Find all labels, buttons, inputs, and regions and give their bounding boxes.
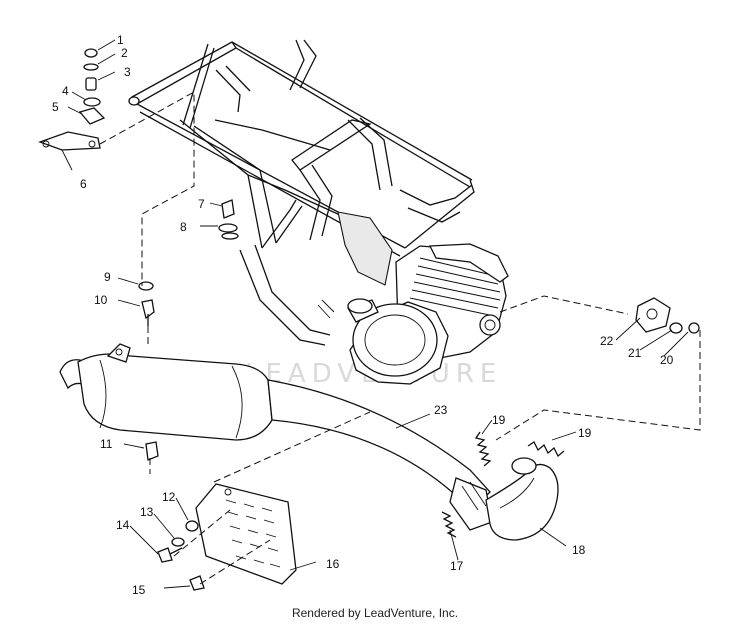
hardware [38, 48, 700, 591]
callout-19-left: 19 [492, 413, 506, 427]
callout-3: 3 [124, 65, 131, 79]
engine [347, 243, 509, 385]
callout-18: 18 [572, 543, 586, 557]
assembly-lines [99, 91, 701, 585]
frame-assembly [128, 39, 475, 346]
heat-shield [195, 483, 297, 585]
callout-11: 11 [100, 437, 113, 451]
callout-14: 14 [116, 518, 130, 532]
callout-8: 8 [180, 220, 187, 234]
callout-2: 2 [121, 46, 128, 60]
callout-6: 6 [80, 177, 87, 191]
callout-21: 21 [628, 346, 642, 360]
callout-labels: 1 2 3 4 5 6 7 8 9 10 11 12 13 14 15 16 1… [52, 33, 674, 597]
callout-12: 12 [162, 490, 176, 504]
callout-16: 16 [326, 557, 340, 571]
callout-13: 13 [140, 505, 154, 519]
callout-17: 17 [450, 559, 464, 573]
callout-23: 23 [434, 403, 448, 417]
footer-credit: Rendered by LeadVenture, Inc. [291, 606, 459, 620]
callout-20: 20 [660, 353, 674, 367]
callout-7: 7 [198, 197, 205, 211]
callout-4: 4 [62, 84, 69, 98]
callout-15: 15 [132, 583, 146, 597]
callout-9: 9 [104, 270, 111, 284]
callout-19-right: 19 [578, 426, 592, 440]
callout-10: 10 [94, 293, 108, 307]
leader-lines [61, 39, 689, 589]
callout-22: 22 [600, 334, 614, 348]
muffler-assembly [59, 343, 559, 541]
callout-1: 1 [117, 33, 124, 47]
callout-5: 5 [52, 100, 59, 114]
